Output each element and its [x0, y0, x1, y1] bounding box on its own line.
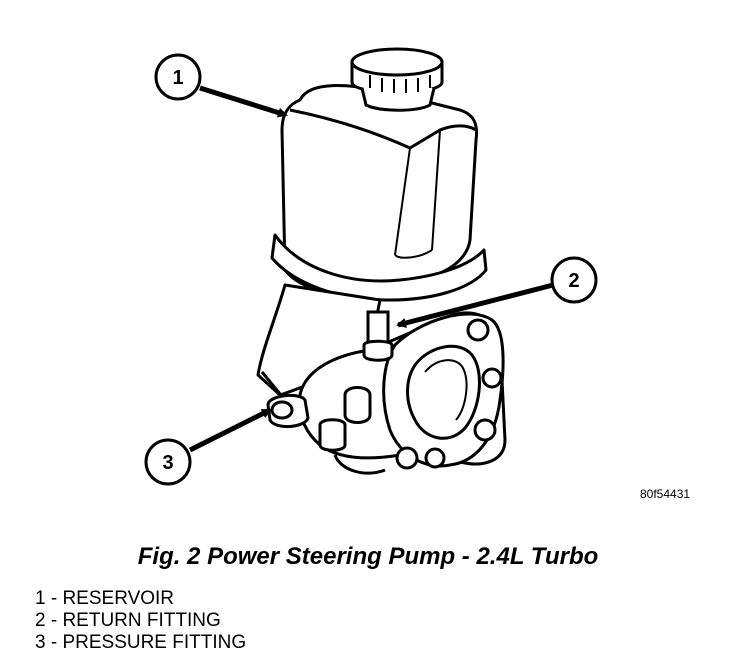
- legend-item-reservoir: 1 - RESERVOIR: [35, 588, 175, 609]
- callout-1-label: 1: [172, 67, 183, 89]
- figure-caption: Fig. 2 Power Steering Pump - 2.4L Turbo: [137, 543, 599, 570]
- legend: 1 - RESERVOIR 2 - RETURN FITTING 3 - PRE…: [35, 588, 246, 654]
- return-fitting: [362, 310, 394, 362]
- callout-3-label: 3: [162, 452, 173, 474]
- callout-1-arrow: [199, 85, 288, 118]
- pump-body: [256, 283, 507, 475]
- reservoir: [270, 84, 488, 302]
- legend-item-return-fitting: 2 - RETURN FITTING: [35, 610, 221, 631]
- callout-3: 3: [144, 438, 192, 486]
- callout-3-arrow: [188, 407, 272, 453]
- figure-code: 80f54431: [640, 487, 691, 501]
- pump-illustration: 1 2 3: [144, 47, 598, 486]
- pressure-fitting: [266, 393, 310, 428]
- legend-item-pressure-fitting: 3 - PRESSURE FITTING: [35, 632, 247, 653]
- callout-arrows: [188, 85, 554, 453]
- callout-2-label: 2: [568, 270, 579, 292]
- reservoir-cap: [350, 47, 444, 112]
- callout-2-arrow: [396, 282, 554, 328]
- callout-1: 1: [154, 53, 202, 101]
- callout-2: 2: [550, 256, 598, 304]
